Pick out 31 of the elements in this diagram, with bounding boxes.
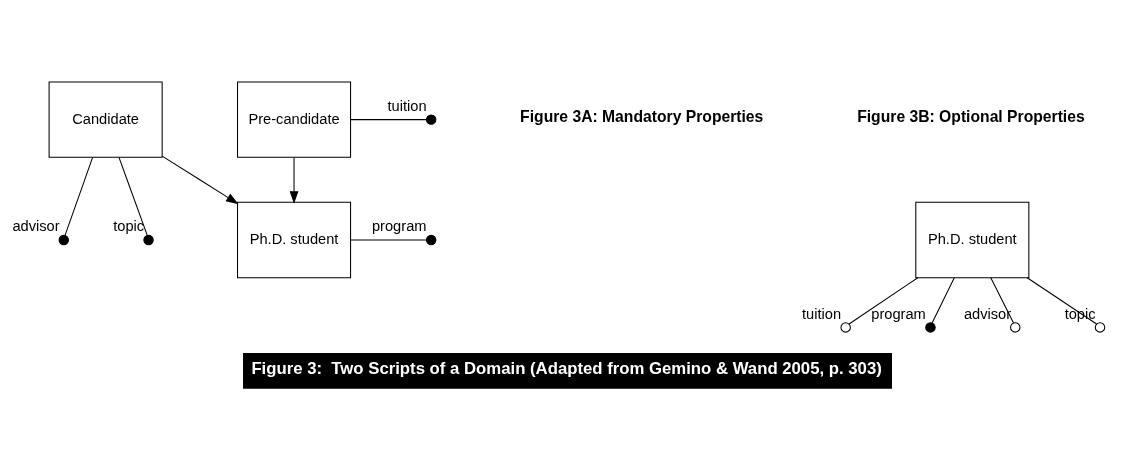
arrow <box>289 156 299 204</box>
connector <box>848 276 919 325</box>
node-box: Ph.D. student <box>915 201 1030 278</box>
node-dot <box>425 113 437 125</box>
node-label: program <box>371 217 427 234</box>
connector <box>1026 276 1098 325</box>
node-box: Candidate <box>48 80 163 158</box>
node-box: Pre-candidate <box>237 80 352 158</box>
node-label: tuition <box>387 97 427 114</box>
node-box: Ph.D. student <box>237 201 352 278</box>
connector <box>64 156 94 236</box>
node-label: topic <box>113 217 145 234</box>
node-label: tuition <box>802 305 842 322</box>
arrow <box>161 155 239 204</box>
label: Figure 3B: Optional Properties <box>857 107 1085 125</box>
node-label: advisor <box>12 217 60 234</box>
node-circle <box>840 321 851 333</box>
connector <box>350 238 427 240</box>
connector <box>931 276 955 323</box>
node-dot <box>425 234 437 245</box>
label: Figure 3A: Mandatory Properties <box>520 107 764 125</box>
node-circle <box>1010 321 1021 333</box>
node-label: program <box>871 305 926 322</box>
caption: Figure 3: Two Scripts of a Domain (Adapted from Gemino & Wand 2005, p. 303) <box>251 358 882 378</box>
node-dot <box>143 234 154 245</box>
node-dot <box>58 234 69 245</box>
connector <box>990 276 1015 323</box>
node-dot <box>925 321 936 333</box>
node-circle <box>1094 321 1106 333</box>
connector <box>350 118 427 120</box>
connector <box>118 156 148 236</box>
